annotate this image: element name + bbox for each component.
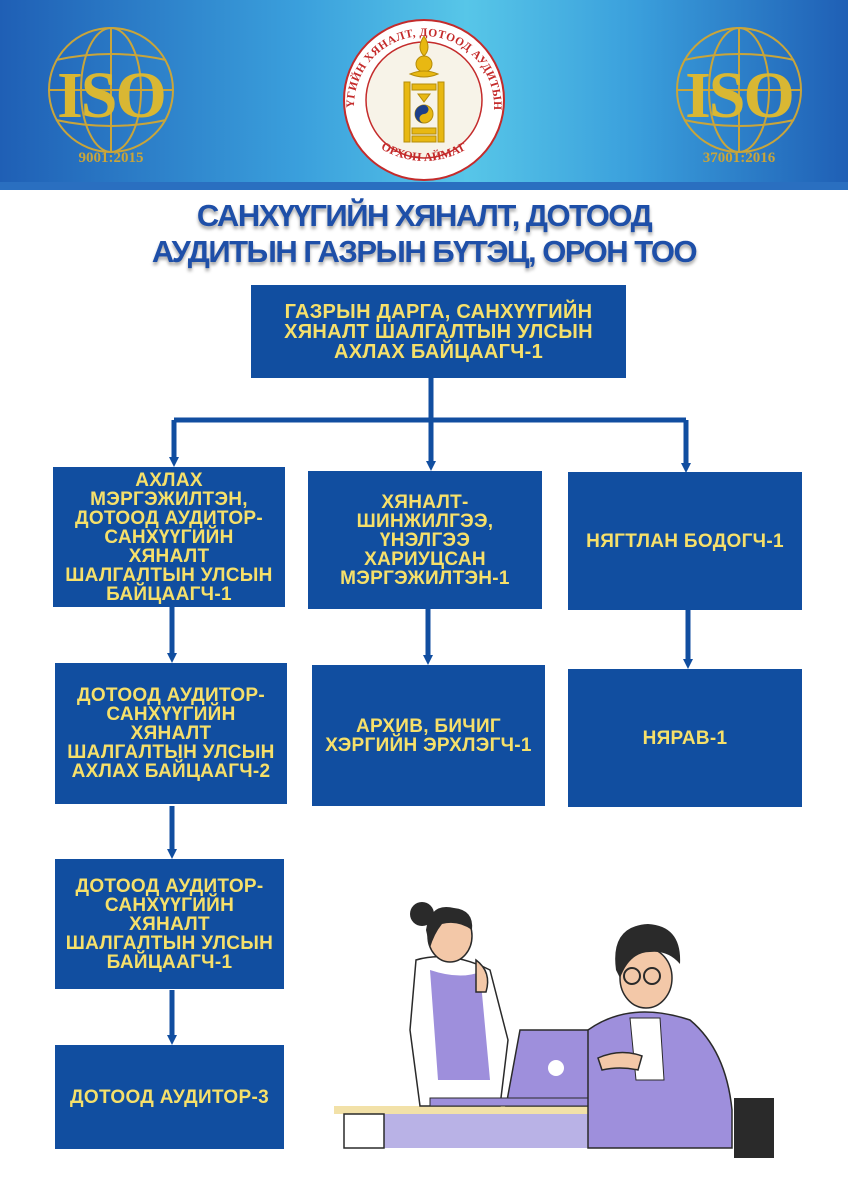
iso-label: ISO (685, 59, 795, 132)
org-box-senior-auditor: АХЛАХ МЭРГЭЖИЛТЭН, ДОТООД АУДИТОР-САНХҮҮ… (53, 467, 285, 607)
org-box-archivist: АРХИВ, БИЧИГ ХЭРГИЙН ЭРХЛЭГЧ-1 (312, 665, 545, 806)
org-box-head: ГАЗРЫН ДАРГА, САНХҮҮГИЙН ХЯНАЛТ ШАЛГАЛТЫ… (251, 285, 626, 378)
globe-icon (676, 27, 802, 153)
org-box-storekeeper: НЯРАВ-1 (568, 669, 802, 807)
org-box-auditor: ДОТООД АУДИТОР-3 (55, 1045, 284, 1149)
page-title-line-2: АУДИТЫН ГАЗРЫН БҮТЭЦ, ОРОН ТОО (151, 234, 698, 269)
iso-code: 9001:2015 (78, 150, 144, 166)
iso-37001-badge: ISO 37001:2016 (664, 18, 814, 168)
org-box-inspector: ДОТООД АУДИТОР-САНХҮҮГИЙН ХЯНАЛТ ШАЛГАЛТ… (55, 859, 284, 989)
page-title-line-1: САНХҮҮГИЙН ХЯНАЛТ, ДОТООД (196, 198, 653, 233)
two-people-meeting-illustration (334, 902, 774, 1158)
iso-code: 37001:2016 (702, 150, 776, 166)
org-box-accountant: НЯГТЛАН БОДОГЧ-1 (568, 472, 802, 610)
organization-emblem: САНХҮҮГИЙН ХЯНАЛТ, ДОТООД АУДИТЫН ГАЗАР … (333, 0, 510, 182)
iso-9001-badge: ISO 9001:2015 (36, 18, 186, 168)
soyombo-emblem-icon: САНХҮҮГИЙН ХЯНАЛТ, ДОТООД АУДИТЫН ГАЗАР … (333, 0, 505, 181)
globe-icon (48, 27, 174, 153)
org-box-lead-inspector: ДОТООД АУДИТОР-САНХҮҮГИЙН ХЯНАЛТ ШАЛГАЛТ… (55, 663, 287, 804)
iso-label: ISO (57, 59, 167, 132)
org-box-monitoring-specialist: ХЯНАЛТ-ШИНЖИЛГЭЭ, ҮНЭЛГЭЭ ХАРИУЦСАН МЭРГ… (308, 471, 542, 609)
header-divider (0, 182, 848, 190)
